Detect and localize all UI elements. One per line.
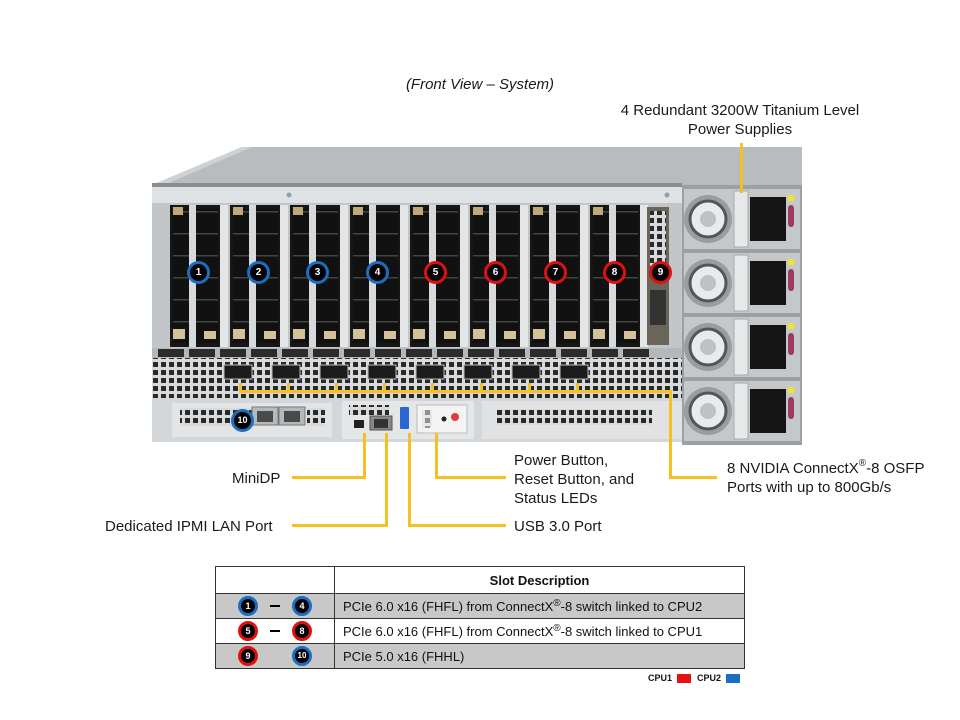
slot-description: PCIe 6.0 x16 (FHFL) from ConnectX®-8 swi… (334, 618, 745, 644)
registered-mark: ® (553, 622, 561, 634)
slot-badge-4: 4 (292, 596, 312, 616)
desc-text: PCIe 6.0 x16 (FHFL) from ConnectX (343, 598, 554, 614)
osfp-port (511, 364, 541, 380)
server-chassis-illustration (152, 147, 802, 445)
table-header-slot-description: Slot Description (334, 566, 745, 594)
power-supply (684, 381, 800, 441)
bracket-tab (220, 349, 246, 357)
slot-description: PCIe 6.0 x16 (FHFL) from ConnectX®-8 swi… (334, 593, 745, 619)
slot-badge-8: 8 (603, 261, 626, 284)
osfp-port (463, 364, 493, 380)
slot-badge-10: 10 (231, 409, 254, 432)
power-callout-label: Power Button, Reset Button, and Status L… (514, 451, 634, 508)
view-title: (Front View – System) (405, 76, 555, 93)
slot-badge-7: 7 (544, 261, 567, 284)
bracket-tab (468, 349, 494, 357)
osfp-callout-label: 8 NVIDIA ConnectX®-8 OSFP Ports with up … (727, 459, 924, 497)
bracket-tab (282, 349, 308, 357)
minidp-callout-label: MiniDP (232, 470, 281, 487)
table-header-icons (215, 566, 335, 594)
cpu-legend: CPU1 CPU2 (648, 673, 741, 684)
psu-callout-line1: 4 Redundant 3200W Titanium Level (620, 102, 860, 119)
osfp-port (559, 364, 589, 380)
bracket-tab (623, 349, 649, 357)
slot-badge-2: 2 (247, 261, 270, 284)
bracket-tab (158, 349, 184, 357)
table-row: 9 10 PCIe 5.0 x16 (FHHL) (215, 643, 745, 669)
psu-callout-label: 4 Redundant 3200W Titanium Level Power S… (600, 101, 880, 139)
desc-text-post: -8 switch linked to CPU1 (560, 623, 703, 639)
power-line1: Power Button, (514, 452, 609, 469)
slot-badge-5: 5 (238, 621, 258, 641)
bracket-tab (251, 349, 277, 357)
legend-cpu2-swatch (726, 674, 741, 684)
range-dash (270, 605, 280, 607)
bracket-tab (189, 349, 215, 357)
power-line3: Status LEDs (514, 490, 598, 507)
legend-cpu1-swatch (677, 674, 692, 684)
pcie-card-slot (590, 205, 648, 347)
range-dash (270, 630, 280, 632)
usb-callout-label: USB 3.0 Port (514, 518, 602, 535)
bracket-tab (530, 349, 556, 357)
slot-range-icons: 9 10 (215, 643, 335, 669)
bracket-tab (313, 349, 339, 357)
osfp-port (223, 364, 253, 380)
bracket-tab (437, 349, 463, 357)
bracket-tab (344, 349, 370, 357)
slot-badge-3: 3 (306, 261, 329, 284)
reset-button (441, 416, 447, 422)
chassis-top-bar (152, 187, 682, 203)
registered-mark: ® (553, 597, 561, 609)
osfp-port (415, 364, 445, 380)
slot-badge-1: 1 (238, 596, 258, 616)
slot-badge-10: 10 (292, 646, 312, 666)
osfp-line1-post: -8 OSFP (866, 460, 925, 477)
desc-text: PCIe 6.0 x16 (FHFL) from ConnectX (343, 623, 554, 639)
bracket-tab (406, 349, 432, 357)
osfp-line1: 8 NVIDIA ConnectX (727, 460, 859, 477)
psu-callout-line2: Power Supplies (687, 121, 793, 138)
power-line2: Reset Button, and (514, 471, 635, 488)
power-supply (684, 317, 800, 377)
power-supply (684, 253, 800, 313)
desc-text-post: -8 switch linked to CPU2 (560, 598, 703, 614)
legend-cpu1-label: CPU1 (648, 673, 673, 683)
slot-badge-6: 6 (484, 261, 507, 284)
psu-callout-line (740, 143, 743, 193)
slot-badge-1: 1 (187, 261, 210, 284)
slot-badge-9: 9 (649, 261, 672, 284)
slot-badge-5: 5 (424, 261, 447, 284)
desc-text: PCIe 5.0 x16 (FHHL) (343, 648, 465, 664)
osfp-line2: Ports with up to 800Gb/s (727, 479, 892, 496)
registered-mark: ® (858, 458, 867, 469)
slot-badge-9: 9 (238, 646, 258, 666)
chassis-top-lid (152, 147, 802, 185)
slot-badge-4: 4 (366, 261, 389, 284)
usb-port (400, 407, 409, 429)
slot-badge-8: 8 (292, 621, 312, 641)
slot-description: PCIe 5.0 x16 (FHHL) (334, 643, 745, 669)
power-supply (684, 189, 800, 249)
osfp-port (367, 364, 397, 380)
bracket-tab (499, 349, 525, 357)
minidp-port (354, 420, 364, 428)
bracket-tab (561, 349, 587, 357)
power-button (451, 413, 459, 421)
osfp-port (319, 364, 349, 380)
ipmi-callout-label: Dedicated IPMI LAN Port (105, 518, 273, 535)
bracket-tab (592, 349, 618, 357)
bracket-tab (375, 349, 401, 357)
osfp-port (271, 364, 301, 380)
legend-cpu2-label: CPU2 (697, 673, 722, 683)
